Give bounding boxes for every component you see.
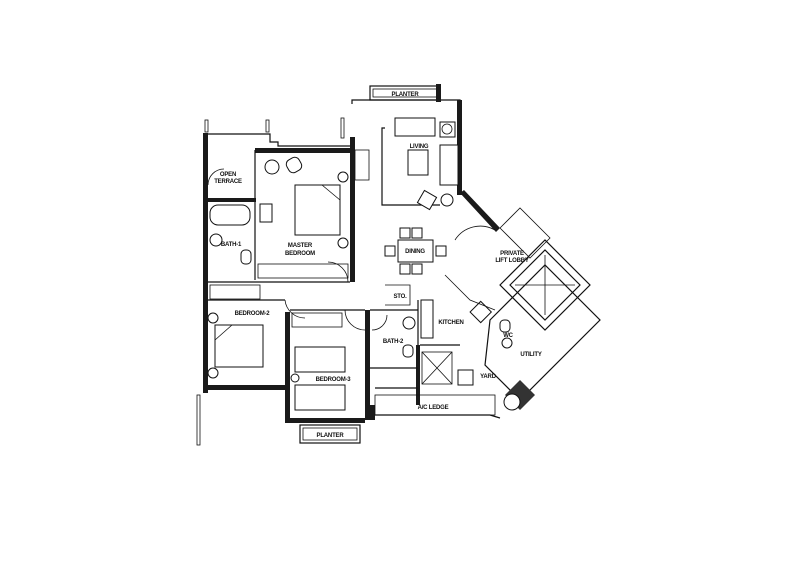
open-terrace: OPEN TERRACE: [207, 168, 242, 186]
basin-icon: [209, 233, 223, 247]
bedroom-2-label: BEDROOM-2: [235, 311, 271, 317]
railings: [196, 117, 345, 446]
coffee-table-icon: [407, 149, 429, 176]
bed-icon: [294, 384, 346, 411]
armchair-icon: [285, 156, 303, 174]
bath-2: BATH-2: [371, 314, 416, 358]
bath-1: BATH-1: [209, 204, 252, 265]
sofa-icon: [394, 117, 436, 137]
bedroom-3: BEDROOM-3: [290, 309, 366, 411]
exterior-walls: [203, 84, 501, 423]
wc-utility: WC UTILITY: [484, 264, 601, 411]
planter-top-label: PLANTER: [392, 92, 420, 98]
kitchen: KITCHEN: [420, 274, 496, 339]
bedroom-3-label: BEDROOM-3: [316, 377, 352, 383]
tv-console-icon: [354, 149, 370, 181]
vanity-icon: [259, 203, 273, 223]
bed-icon: [294, 184, 341, 236]
open-terrace-label-2: TERRACE: [214, 179, 242, 185]
interior-walls: [208, 150, 460, 405]
store-label: STO.: [393, 294, 407, 300]
lamp-icon: [337, 237, 349, 249]
bath-1-label: BATH-1: [221, 242, 242, 248]
living: LIVING: [354, 117, 459, 211]
planter-top: PLANTER: [369, 85, 441, 101]
kitchen-label: KITCHEN: [438, 320, 463, 326]
toilet-icon: [240, 249, 252, 265]
store: STO.: [385, 284, 411, 306]
master-bedroom: MASTER BEDROOM: [257, 156, 349, 283]
wardrobe-icon: [291, 312, 343, 328]
living-label: LIVING: [410, 144, 429, 150]
bath-2-label: BATH-2: [383, 339, 404, 345]
bedroom-2: BEDROOM-2: [207, 284, 306, 379]
dining-table-icon: [397, 239, 434, 263]
toilet-icon: [402, 344, 414, 358]
lift-shaft: [509, 249, 581, 321]
dining: DINING: [384, 227, 447, 275]
table-icon: [264, 159, 280, 175]
basin-icon: [501, 337, 513, 349]
wardrobe-icon: [209, 284, 261, 300]
lamp-icon: [207, 312, 219, 324]
armchair-icon: [416, 189, 438, 211]
ac-ledge-label: A/C LEDGE: [418, 405, 449, 411]
bed-icon: [214, 324, 264, 368]
planter-bottom-label: PLANTER: [317, 433, 345, 439]
sink-icon: [420, 299, 434, 339]
bed-icon: [294, 346, 346, 373]
dining-label: DINING: [405, 249, 425, 255]
ac-ledge: A/C LEDGE: [374, 394, 496, 416]
toilet-icon: [499, 319, 511, 333]
utility-label: UTILITY: [520, 352, 541, 358]
lamp-icon: [440, 193, 454, 207]
wc-label: WC: [503, 333, 513, 339]
sofa-icon: [439, 144, 459, 186]
yard-label: YARD: [480, 374, 497, 380]
planter-bottom: PLANTER: [299, 424, 361, 444]
lamp-icon: [337, 171, 349, 183]
wardrobe-icon: [257, 263, 349, 279]
water-heater-icon: [503, 393, 521, 411]
basin-icon: [402, 316, 416, 330]
yard: YARD: [421, 351, 497, 386]
private-lift-label-2: LIFT LOBBY: [495, 258, 529, 264]
washer-icon: [457, 369, 474, 386]
private-lift-label-1: PRIVATE: [500, 251, 524, 257]
open-terrace-label-1: OPEN: [220, 172, 236, 178]
master-bedroom-label-2: BEDROOM: [285, 251, 315, 257]
bathtub-icon: [209, 204, 251, 226]
master-bedroom-label-1: MASTER: [288, 243, 313, 249]
lamp-icon: [290, 373, 300, 383]
lamp-icon: [207, 367, 219, 379]
